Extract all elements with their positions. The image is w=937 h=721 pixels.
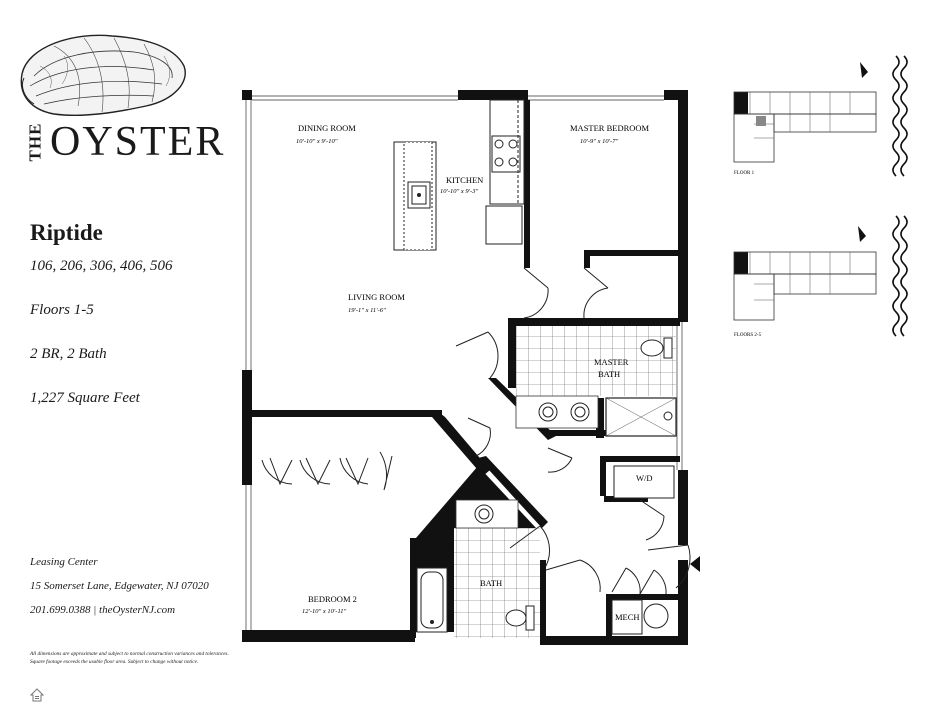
equal-housing-icon bbox=[30, 688, 44, 702]
interior-walls bbox=[252, 90, 680, 640]
room-label-bedroom2: BEDROOM 2 bbox=[308, 594, 357, 604]
room-label-master-bath-1: MASTER bbox=[594, 357, 629, 367]
room-dims-bedroom2: 12'-10" x 10'-11" bbox=[302, 608, 346, 615]
disclaimer: All dimensions are approximate and subje… bbox=[30, 651, 229, 665]
refrigerator bbox=[485, 205, 523, 245]
key-plan-label-floor-1: FLOOR 1 bbox=[734, 171, 755, 176]
room-label-dining: DINING ROOM bbox=[298, 123, 356, 133]
bath-sink-icon bbox=[474, 504, 494, 524]
mech-closet bbox=[611, 599, 643, 635]
unit-area: 1,227 Square Feet bbox=[30, 390, 140, 406]
room-dims-dining: 10'-10" x 9'-10" bbox=[296, 138, 338, 145]
room-dims-living: 19'-1" x 11'-6" bbox=[348, 307, 386, 314]
room-label-bath: BATH bbox=[480, 578, 502, 588]
master-bath-toilet-icon bbox=[640, 337, 673, 359]
unit-floors: Floors 1-5 bbox=[30, 302, 94, 318]
room-label-kitchen: KITCHEN bbox=[446, 175, 483, 185]
door-swings bbox=[261, 267, 691, 629]
key-plan-floors-2-5: FLOORS 2-5 bbox=[733, 226, 877, 338]
leasing-address: 15 Somerset Lane, Edgewater, NJ 07020 bbox=[30, 580, 209, 592]
unit-name: Riptide bbox=[30, 220, 103, 245]
shower-drain-icon bbox=[663, 411, 673, 421]
leasing-contact: 201.699.0388 | theOysterNJ.com bbox=[30, 604, 176, 616]
oyster-logo-illustration bbox=[20, 34, 186, 116]
bath-toilet-icon bbox=[505, 605, 535, 631]
cooktop-icon bbox=[491, 135, 521, 173]
key-plan-floor-1: FLOOR 1 bbox=[733, 62, 877, 176]
room-label-mech: MECH bbox=[615, 612, 640, 622]
key-plan-label-floors-2-5: FLOORS 2-5 bbox=[734, 333, 762, 338]
master-bath-sink-icon bbox=[570, 402, 590, 422]
master-bath-floor bbox=[516, 326, 676, 396]
kitchen-sink-icon bbox=[407, 181, 431, 209]
room-label-living: LIVING ROOM bbox=[348, 292, 405, 302]
room-label-wd: W/D bbox=[636, 473, 653, 483]
unit-numbers: 106, 206, 306, 406, 506 bbox=[30, 258, 173, 274]
master-bath-sink-icon bbox=[538, 402, 558, 422]
brand-logo: THE OYSTER bbox=[25, 118, 223, 168]
entry-arrow-icon bbox=[690, 556, 700, 572]
brand-name: OYSTER bbox=[50, 119, 226, 165]
unit-rooms: 2 BR, 2 Bath bbox=[30, 346, 107, 362]
room-dims-kitchen: 10'-10" x 9'-3" bbox=[440, 188, 478, 195]
room-dims-master: 10'-9" x 10'-7" bbox=[580, 138, 618, 145]
window-lines bbox=[245, 95, 683, 630]
room-label-master: MASTER BEDROOM bbox=[570, 123, 650, 133]
wd-closet bbox=[613, 465, 675, 499]
leasing-title: Leasing Center bbox=[30, 556, 98, 568]
bathtub-icon bbox=[416, 567, 448, 633]
waterline-pattern bbox=[892, 55, 908, 337]
room-label-master-bath-2: BATH bbox=[598, 369, 620, 379]
